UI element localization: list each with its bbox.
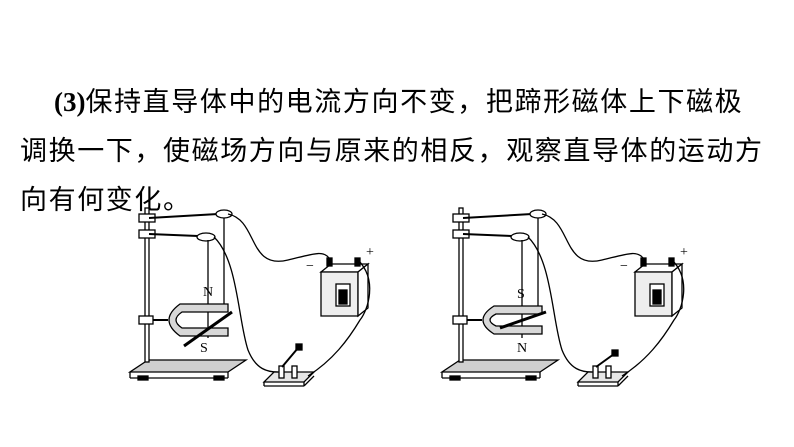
horseshoe-magnet — [168, 303, 229, 337]
battery-minus-label: − — [306, 259, 314, 274]
experiment-figure-left: N S − + — [128, 207, 374, 387]
stand-rod — [144, 207, 150, 363]
pole-label-bottom: N — [517, 341, 527, 356]
battery-minus-label: − — [620, 259, 628, 274]
battery-plus-label: + — [680, 245, 688, 260]
conductor-rod — [183, 310, 233, 348]
horseshoe-magnet — [482, 305, 543, 335]
battery-plus-label: + — [366, 245, 374, 260]
experiment-figure-right: S N − + — [439, 207, 688, 387]
battery — [633, 257, 684, 318]
pole-label-top: N — [203, 285, 213, 300]
question-text: (3)保持直导体中的电流方向不变，把蹄形磁体上下磁极调换一下，使磁场方向与原来的… — [20, 78, 765, 225]
pole-label-bottom: S — [200, 341, 208, 356]
stand-base — [128, 359, 249, 373]
question-number: (3) — [54, 87, 86, 117]
conductor-rod — [499, 310, 547, 330]
knife-switch — [262, 343, 316, 387]
question-body: 保持直导体中的电流方向不变，把蹄形磁体上下磁极调换一下，使磁场方向与原来的相反，… — [20, 87, 764, 216]
knife-switch — [576, 349, 630, 387]
pole-label-top: S — [517, 287, 525, 302]
battery — [319, 257, 370, 318]
stand-base — [439, 359, 561, 373]
stand-rod — [458, 207, 464, 363]
